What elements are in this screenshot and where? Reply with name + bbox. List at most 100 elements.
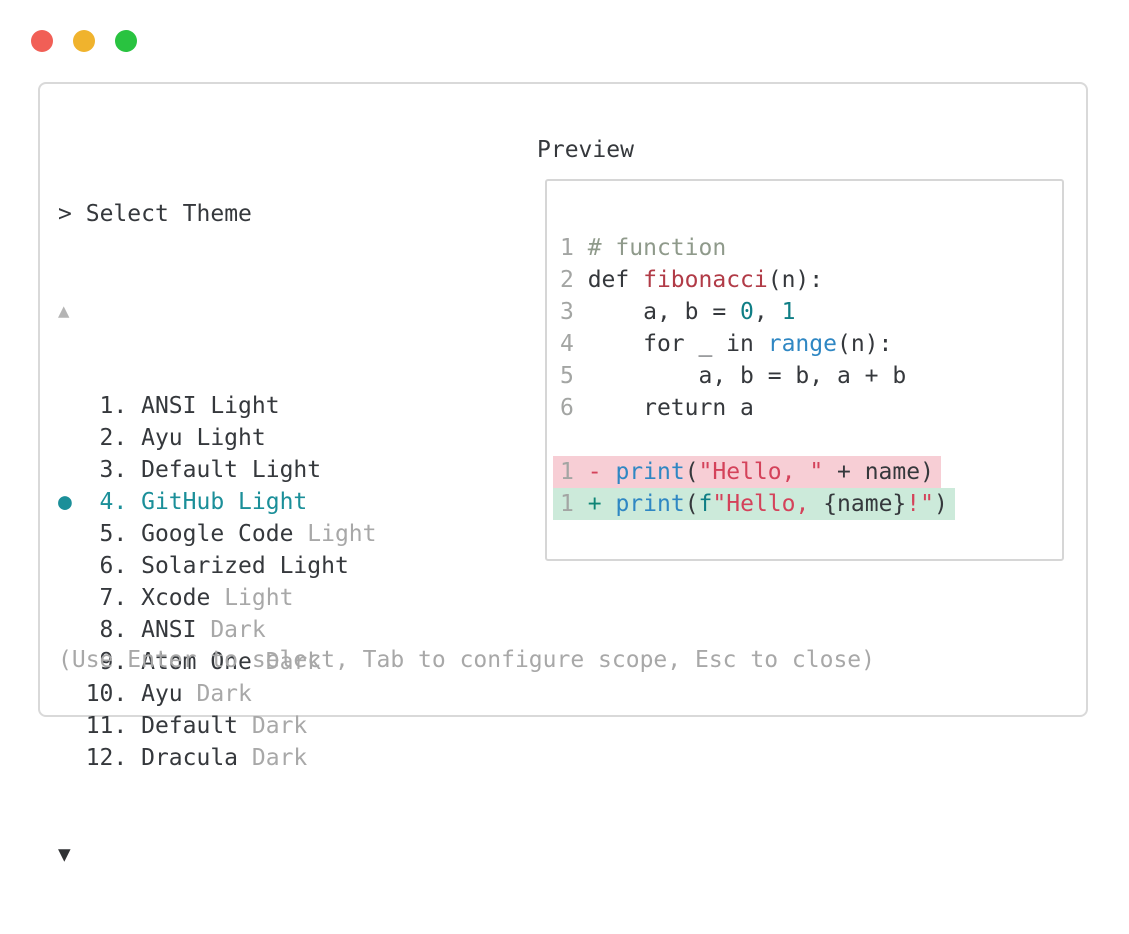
theme-item-number: 7.: [85, 585, 142, 611]
code-token-literal: 1: [781, 299, 796, 325]
theme-item-number: 9.: [85, 649, 142, 675]
code-line-content: 4 for _ in range(n):: [560, 328, 892, 360]
code-token-string: !": [906, 491, 934, 517]
scroll-up-icon[interactable]: ▲: [58, 300, 70, 322]
code-line-content: 6 return a: [560, 392, 754, 424]
theme-item-variant-label: Light: [210, 585, 294, 611]
theme-item-name: GitHub Light: [141, 489, 308, 515]
diff-code-line: 1 - print("Hello, " + name): [553, 456, 955, 488]
diff-code-line: 1 + print(f"Hello, {name}!"): [553, 488, 955, 520]
theme-list-item[interactable]: 10. Ayu Dark: [58, 678, 377, 710]
theme-list-item[interactable]: 5. Google Code Light: [58, 518, 377, 550]
theme-item-variant-label: Dark: [238, 713, 308, 739]
code-token-plain: [574, 491, 588, 517]
theme-item-number: 11.: [85, 713, 142, 739]
code-token-comment: # function: [587, 235, 727, 261]
footer-hint: (Use Enter to select, Tab to configure s…: [58, 647, 875, 673]
theme-list-item[interactable]: 12. Dracula Dark: [58, 742, 377, 774]
code-token-plain: [574, 459, 588, 485]
theme-item-number: 4.: [85, 489, 142, 515]
code-token-plain: [574, 235, 588, 261]
theme-item-name: Xcode: [141, 585, 211, 611]
theme-item-variant-label: Dark: [182, 681, 252, 707]
theme-item-name: Google Code: [141, 521, 294, 547]
theme-list-item[interactable]: ● 4. GitHub Light: [58, 486, 377, 518]
code-token-plain: a, b =: [573, 299, 741, 325]
code-token-call: print: [615, 491, 685, 517]
code-token-plain: for _ in: [573, 331, 768, 357]
theme-item-number: 10.: [85, 681, 142, 707]
code-token-call: range: [767, 331, 837, 357]
item-bullet-spacer: [58, 585, 86, 611]
theme-list-item[interactable]: 6. Solarized Light: [58, 550, 377, 582]
code-token-plain: ): [933, 491, 948, 517]
line-number: 1: [560, 235, 574, 261]
theme-item-name: Dracula: [141, 745, 239, 771]
code-line-content: 1 # function: [560, 232, 726, 264]
theme-item-number: 5.: [85, 521, 142, 547]
item-bullet-spacer: [58, 457, 86, 483]
code-token-literal: 0: [740, 299, 754, 325]
item-bullet-spacer: [58, 393, 86, 419]
scroll-down-icon[interactable]: ▼: [58, 842, 71, 866]
theme-item-number: 8.: [85, 617, 142, 643]
theme-item-number: 12.: [85, 745, 142, 771]
code-token-literal: f: [698, 491, 713, 517]
line-number: 1: [560, 459, 574, 485]
code-token-plain: a, b = b, a + b: [573, 363, 907, 389]
code-line: 4 for _ in range(n):: [560, 328, 955, 360]
code-line-content: 2 def fibonacci(n):: [560, 264, 823, 296]
code-token-plain: (n):: [836, 331, 893, 357]
theme-picker-window: > Select Theme ▲ 1. ANSI Light 2. Ayu Li…: [38, 82, 1088, 866]
line-number: 4: [560, 331, 574, 357]
theme-item-name: Default: [141, 713, 239, 739]
code-token-plain: {name}: [823, 491, 907, 517]
theme-item-variant-label: Light: [293, 521, 377, 547]
picker-header: > Select Theme: [58, 198, 377, 230]
code-token-plain: return a: [573, 395, 754, 421]
theme-item-number: 3.: [85, 457, 142, 483]
theme-item-name: ANSI Light: [141, 393, 280, 419]
theme-list-item[interactable]: 2. Ayu Light: [58, 422, 377, 454]
item-bullet-spacer: [58, 521, 86, 547]
preview-title: Preview: [537, 137, 634, 163]
code-token-plain: [602, 491, 616, 517]
code-token-plain: (: [684, 459, 699, 485]
theme-list-item[interactable]: 9. Atom One Dark: [58, 646, 377, 678]
theme-item-number: 1.: [85, 393, 142, 419]
minimize-window-icon[interactable]: [73, 30, 95, 52]
code-line: 6 return a: [560, 392, 955, 424]
item-bullet-spacer: [58, 553, 86, 579]
theme-item-name: Ayu Light: [141, 425, 266, 451]
item-bullet-spacer: [58, 425, 86, 451]
line-number: 6: [560, 395, 574, 421]
prompt-caret: >: [58, 201, 72, 227]
code-line: [560, 424, 955, 456]
theme-item-name: Default Light: [141, 457, 322, 483]
item-bullet-spacer: [58, 745, 86, 771]
code-token-string: "Hello, ": [698, 459, 824, 485]
theme-item-name: Atom One: [141, 649, 252, 675]
line-number: 2: [560, 267, 574, 293]
theme-item-variant-label: Dark: [251, 649, 322, 675]
theme-list-item[interactable]: 1. ANSI Light: [58, 390, 377, 422]
code-token-plain: ,: [753, 299, 782, 325]
theme-list-item[interactable]: 8. ANSI Dark: [58, 614, 377, 646]
code-line-content: 1 + print(f"Hello, {name}!"): [553, 488, 955, 520]
item-bullet-spacer: [58, 681, 86, 707]
zoom-window-icon[interactable]: [115, 30, 137, 52]
code-line-content: 5 a, b = b, a + b: [560, 360, 906, 392]
theme-item-name: Solarized Light: [141, 553, 349, 579]
theme-list-item[interactable]: 7. Xcode Light: [58, 582, 377, 614]
line-number: 3: [560, 299, 574, 325]
theme-list-item[interactable]: 11. Default Dark: [58, 710, 377, 742]
theme-list-item[interactable]: 3. Default Light: [58, 454, 377, 486]
code-token-plain: (: [684, 491, 699, 517]
code-token-call: print: [615, 459, 685, 485]
code-line: 3 a, b = 0, 1: [560, 296, 955, 328]
theme-list: 1. ANSI Light 2. Ayu Light 3. Default Li…: [58, 390, 377, 774]
theme-item-number: 2.: [85, 425, 142, 451]
code-line-content: 1 - print("Hello, " + name): [553, 456, 941, 488]
close-window-icon[interactable]: [31, 30, 53, 52]
